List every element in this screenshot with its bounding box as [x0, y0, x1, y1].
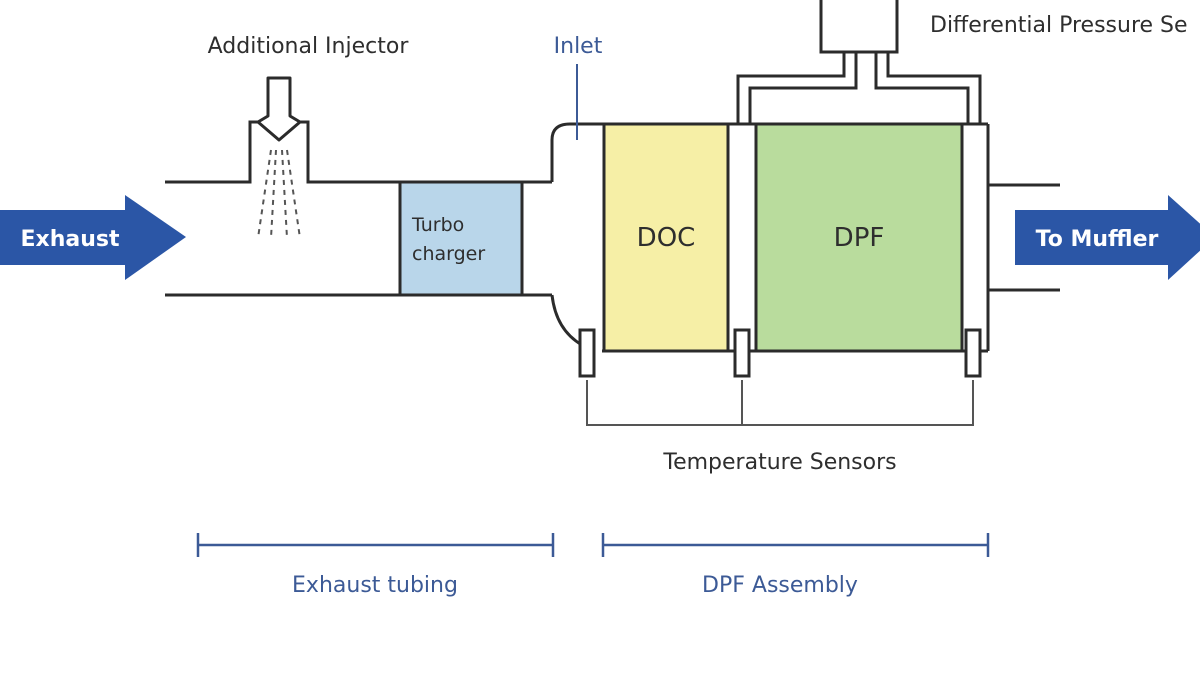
- turbocharger-box: [398, 180, 524, 297]
- dpf-box: [754, 122, 964, 353]
- temperature-sensors-label: Temperature Sensors: [662, 450, 896, 475]
- doc-box: [602, 122, 730, 353]
- exhaust-tubing-dimension: [196, 533, 555, 557]
- temperature-sensor-bracket: [586, 380, 974, 426]
- to-muffler-arrow: To Muffler: [1015, 195, 1200, 280]
- dpf-label: DPF: [834, 223, 885, 253]
- injector-spray: [257, 149, 301, 239]
- injector-nozzle: [256, 76, 302, 142]
- exhaust-arrow-shape: [0, 195, 186, 280]
- inlet-callout: Inlet: [554, 34, 603, 140]
- additional-injector: Additional Injector: [208, 34, 410, 239]
- dpf-assembly-label: DPF Assembly: [702, 573, 858, 598]
- temperature-sensor-inlet: [578, 328, 596, 378]
- turbocharger: Turbo charger: [398, 180, 524, 297]
- to-muffler-label: To Muffler: [1036, 227, 1159, 252]
- pressure-tubes: [736, 52, 982, 124]
- inlet-cone-bottom: [550, 294, 583, 347]
- temperature-sensor-outlet: [964, 328, 982, 378]
- turbocharger-label-line2: charger: [412, 243, 485, 265]
- exhaust-arrow: Exhaust: [0, 195, 186, 280]
- temperature-sensors: Temperature Sensors: [578, 328, 982, 475]
- temperature-sensor-middle: [733, 328, 751, 378]
- exhaust-tubing-label: Exhaust tubing: [292, 573, 458, 598]
- turbocharger-label-line1: Turbo: [411, 214, 464, 236]
- exhaust-label: Exhaust: [21, 227, 120, 252]
- dpf-assembly-dimension: [601, 533, 990, 557]
- additional-injector-label: Additional Injector: [208, 34, 410, 59]
- differential-pressure-label: Differential Pressure Se: [930, 13, 1188, 38]
- doc: DOC: [602, 122, 730, 353]
- pressure-sensor-box: [819, 0, 899, 54]
- inlet-cone-top: [550, 122, 602, 182]
- differential-pressure-sensor: Differential Pressure Se: [736, 0, 1188, 124]
- to-muffler-arrow-shape: [1015, 195, 1200, 280]
- inlet-label: Inlet: [554, 34, 603, 59]
- dpf: DPF: [754, 122, 964, 353]
- doc-label: DOC: [637, 223, 696, 253]
